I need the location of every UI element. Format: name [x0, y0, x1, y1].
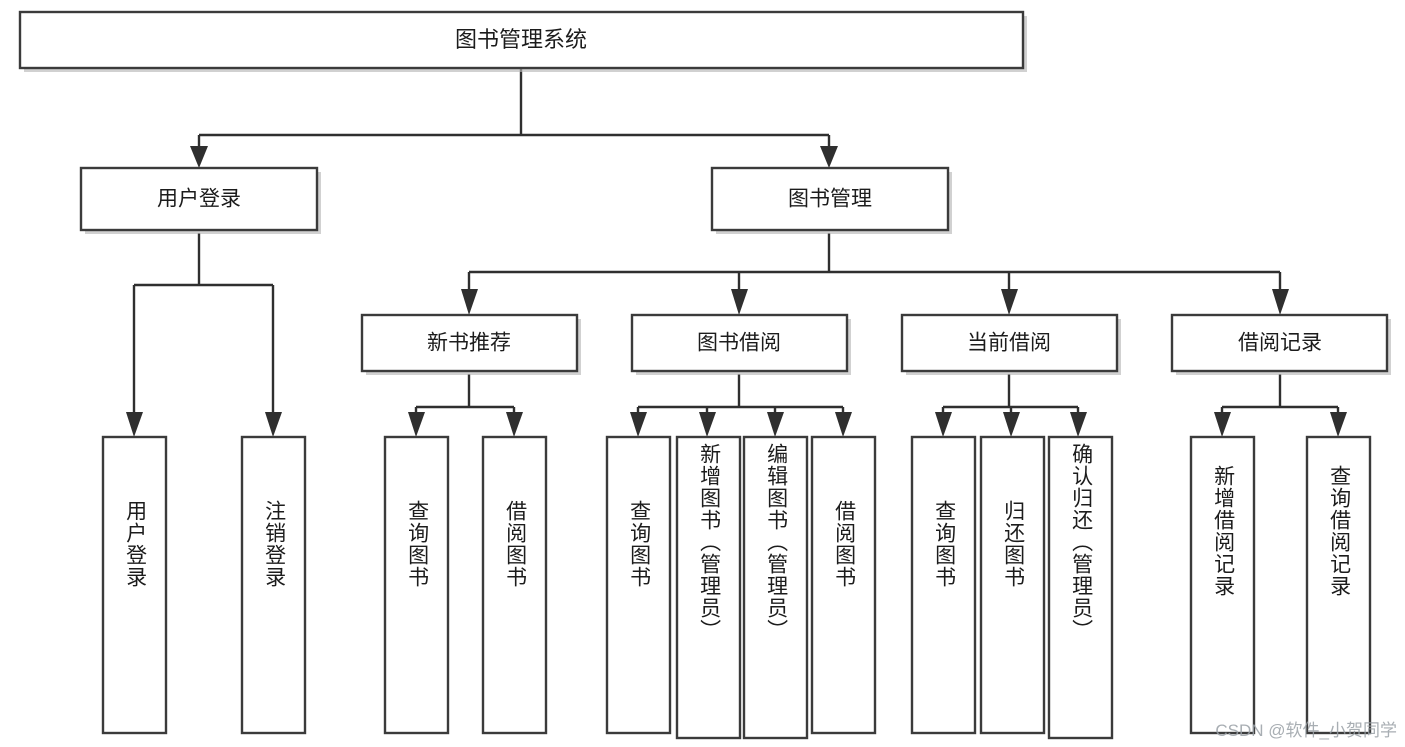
node-root-label: 图书管理系统	[455, 27, 587, 52]
arrowhead-leaf-rec-borrow	[506, 412, 523, 437]
arrowhead-borrow-record	[1272, 289, 1289, 315]
leaf-cb-confirm-box[interactable]	[1047, 435, 1114, 740]
arrowhead-leaf-user-login	[126, 412, 143, 437]
node-book-borrow[interactable]: 图书借阅	[630, 313, 851, 375]
node-book-mgmt[interactable]: 图书管理	[710, 166, 952, 234]
node-user-login[interactable]: 用户登录	[79, 166, 321, 234]
arrowhead-leaf-cb-confirm	[1070, 412, 1087, 437]
node-book-borrow-label: 图书借阅	[697, 332, 781, 355]
leaf-boxes	[101, 435, 1372, 740]
arrowhead-leaf-cb-return	[1003, 412, 1020, 437]
node-current-borrow[interactable]: 当前借阅	[900, 313, 1121, 375]
node-root[interactable]: 图书管理系统	[18, 10, 1027, 72]
connector-group-current-borrow-to-leaves	[935, 374, 1087, 437]
leaf-logout-box[interactable]	[240, 435, 307, 735]
leaf-rec-borrow-box[interactable]	[481, 435, 548, 735]
node-current-borrow-box[interactable]	[900, 313, 1119, 373]
node-borrow-record-label: 借阅记录	[1238, 332, 1322, 355]
arrowhead-book-mgmt	[820, 146, 838, 168]
arrowhead-leaf-br-query	[1330, 412, 1347, 437]
arrowhead-leaf-cb-query	[935, 412, 952, 437]
arrowhead-user-login	[190, 146, 208, 168]
arrowhead-leaf-rec-query	[408, 412, 425, 437]
node-root-box[interactable]	[18, 10, 1025, 70]
arrowhead-leaf-bb-edit	[767, 412, 784, 437]
arrowhead-leaf-bb-borrow	[835, 412, 852, 437]
arrowhead-leaf-bb-query	[630, 412, 647, 437]
node-user-login-label: 用户登录	[157, 188, 241, 211]
leaf-bb-borrow-box[interactable]	[810, 435, 877, 735]
leaf-rec-query-box[interactable]	[383, 435, 450, 735]
watermark-text: CSDN @软件_小贺同学	[1215, 721, 1397, 740]
leaf-br-add-box[interactable]	[1189, 435, 1256, 735]
leaf-bb-edit-box[interactable]	[742, 435, 809, 740]
leaf-cb-query-box[interactable]	[910, 435, 977, 735]
arrowhead-leaf-br-add	[1214, 412, 1231, 437]
leaf-br-query-box[interactable]	[1305, 435, 1372, 735]
connector-group-book-borrow-to-leaves	[630, 374, 852, 437]
connector-group-borrow-record-to-leaves	[1214, 374, 1347, 437]
node-book-borrow-box[interactable]	[630, 313, 849, 373]
connector-group-root-to-level2	[190, 68, 838, 168]
node-new-book-rec-label: 新书推荐	[427, 332, 511, 355]
arrowhead-new-book-rec	[461, 289, 478, 315]
leaf-bb-query-box[interactable]	[605, 435, 672, 735]
leaf-user-login-box[interactable]	[101, 435, 168, 735]
node-new-book-rec-box[interactable]	[360, 313, 579, 373]
node-book-mgmt-box[interactable]	[710, 166, 950, 232]
node-borrow-record[interactable]: 借阅记录	[1170, 313, 1391, 375]
connector-group-user-login-to-leaves	[126, 233, 282, 437]
node-current-borrow-label: 当前借阅	[967, 332, 1051, 355]
arrowhead-leaf-logout	[265, 412, 282, 437]
connector-group-new-book-rec-to-leaves	[408, 374, 523, 437]
arrowhead-current-borrow	[1001, 289, 1018, 315]
node-book-mgmt-label: 图书管理	[788, 188, 872, 211]
node-new-book-rec[interactable]: 新书推荐	[360, 313, 581, 375]
connector-group-book-mgmt-to-level3	[461, 233, 1289, 315]
arrowhead-leaf-bb-add	[699, 412, 716, 437]
arrowhead-book-borrow	[731, 289, 748, 315]
leaf-cb-return-box[interactable]	[979, 435, 1046, 735]
node-user-login-box[interactable]	[79, 166, 319, 232]
node-borrow-record-box[interactable]	[1170, 313, 1389, 373]
leaf-bb-add-box[interactable]	[675, 435, 742, 740]
